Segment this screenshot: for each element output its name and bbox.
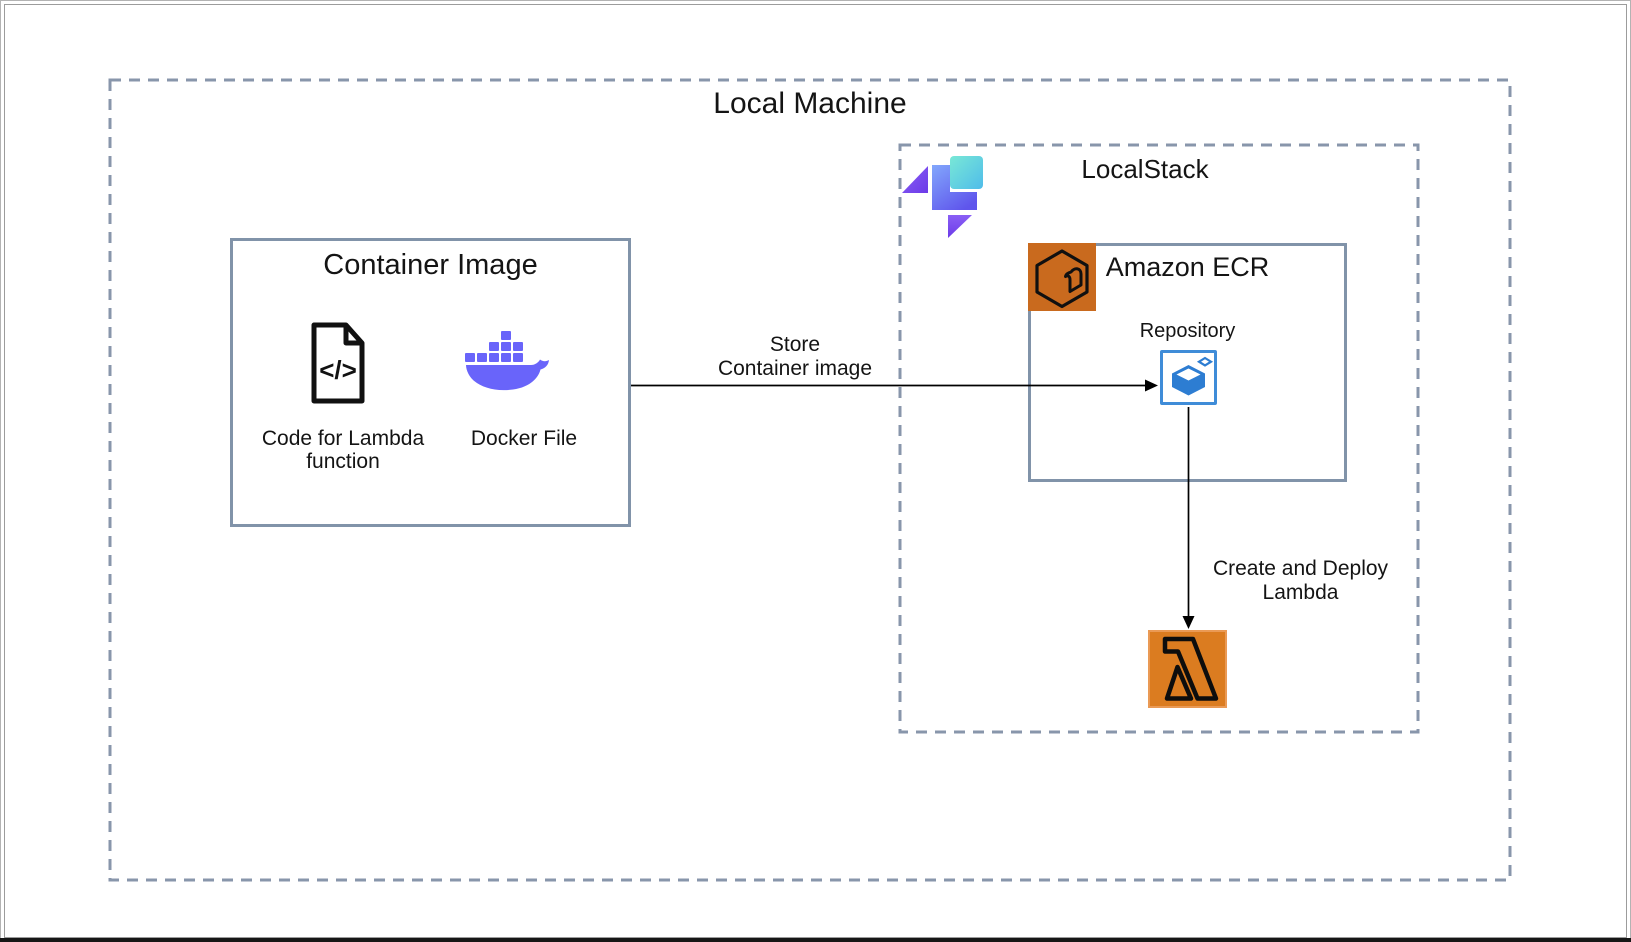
store-arrow-label-line2: Container image	[717, 357, 873, 380]
deploy-arrow-label: Create and Deploy Lambda	[1178, 557, 1423, 605]
code-file-label-line1: Code for Lambda	[261, 427, 425, 450]
window-bottom-edge	[0, 938, 1631, 942]
localstack-logo-icon	[902, 156, 983, 238]
aws-lambda-icon	[1148, 630, 1227, 708]
local-machine-title: Local Machine	[713, 87, 907, 120]
store-arrow-label-line1: Store	[769, 333, 821, 356]
store-arrow-label: Store Container image	[663, 333, 927, 381]
docker-file-label: Docker File	[470, 427, 578, 450]
deploy-arrow-label-line1: Create and Deploy	[1212, 557, 1389, 580]
deploy-arrow-label-line2: Lambda	[1262, 581, 1339, 604]
docker-icon	[465, 331, 549, 391]
code-file-icon: </>	[311, 322, 365, 404]
code-file-label-line2: function	[306, 450, 380, 473]
container-image-box: Container Image </> Code for Lambda	[230, 238, 631, 527]
container-image-title: Container Image	[323, 249, 538, 281]
code-glyph: </>	[319, 355, 357, 385]
code-file-label: Code for Lambda function	[243, 427, 443, 473]
